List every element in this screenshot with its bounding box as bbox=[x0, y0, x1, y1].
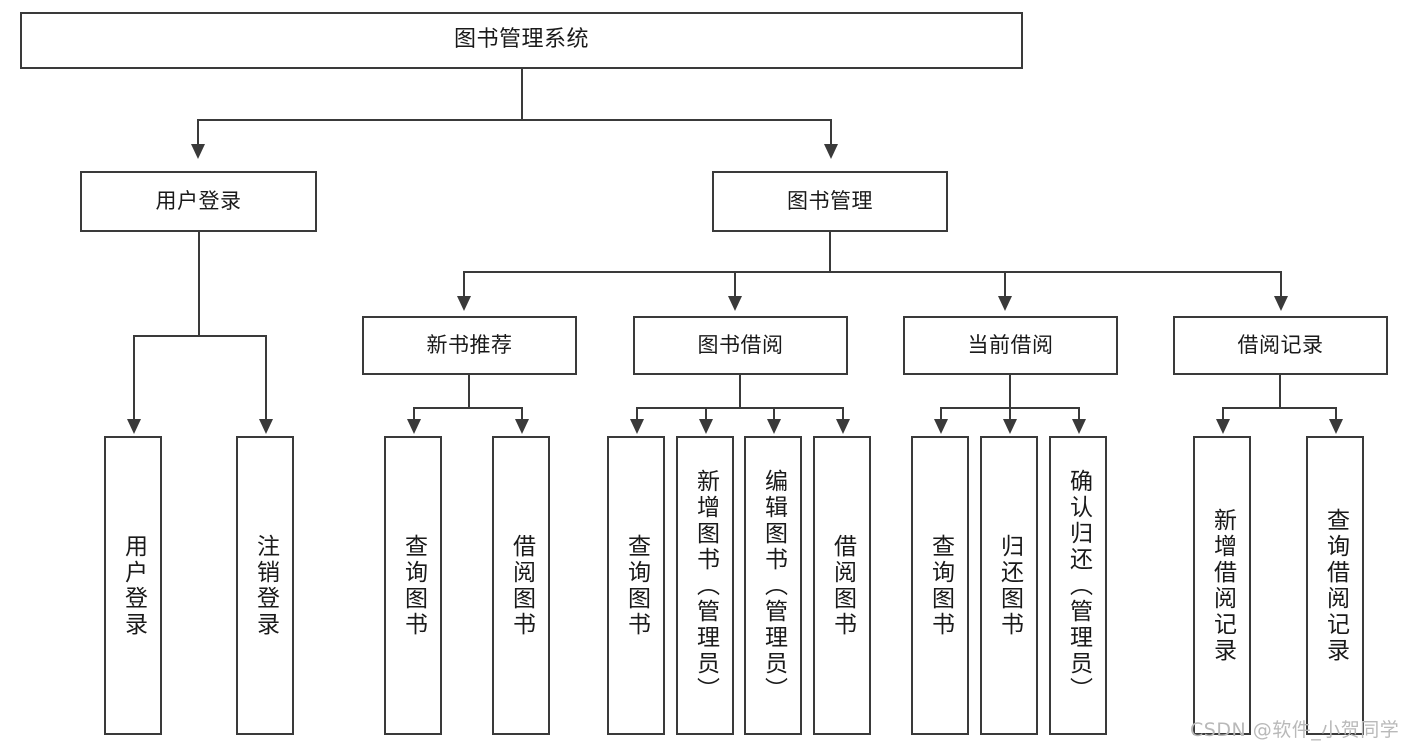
arrowhead-bm-to-new-book bbox=[457, 296, 471, 311]
node-label: 图书管理系统 bbox=[453, 27, 589, 53]
connector-cb-to-leaf-2 bbox=[1009, 407, 1011, 421]
connector-bm-to-book-borrow bbox=[734, 271, 736, 298]
connector-root-to-user-login bbox=[197, 119, 199, 146]
connector-new-book-stem bbox=[468, 375, 470, 408]
node-label: 新书推荐 bbox=[426, 332, 513, 357]
leaf-label: 借阅图书 bbox=[829, 533, 856, 638]
connector-user-login-to-leaf-2 bbox=[265, 335, 267, 421]
connector-book-management-stem bbox=[829, 232, 831, 272]
connector-user-login-bar bbox=[133, 335, 266, 337]
connector-root-bar bbox=[197, 119, 832, 121]
node-label: 用户登录 bbox=[155, 188, 242, 213]
leaf-book-borrow-query[interactable]: 查询图书 bbox=[607, 436, 665, 735]
connector-bb-to-leaf-2 bbox=[705, 407, 707, 421]
arrowhead-bb-to-leaf-1 bbox=[630, 419, 644, 434]
arrowhead-br-to-leaf-2 bbox=[1329, 419, 1343, 434]
leaf-label: 查询图书 bbox=[400, 533, 427, 638]
connector-cb-to-leaf-3 bbox=[1078, 407, 1080, 421]
node-label: 图书管理 bbox=[787, 188, 873, 213]
connector-root-to-book-management bbox=[830, 119, 832, 146]
connector-nb-to-leaf-1 bbox=[413, 407, 415, 421]
arrowhead-br-to-leaf-1 bbox=[1216, 419, 1230, 434]
leaf-book-borrow-add[interactable]: 新增图书（管理员） bbox=[676, 436, 734, 735]
node-borrow-record[interactable]: 借阅记录 bbox=[1173, 316, 1388, 375]
leaf-book-borrow-edit[interactable]: 编辑图书（管理员） bbox=[744, 436, 802, 735]
arrowhead-bb-to-leaf-4 bbox=[836, 419, 850, 434]
connector-bb-to-leaf-3 bbox=[773, 407, 775, 421]
connector-bb-to-leaf-4 bbox=[842, 407, 844, 421]
leaf-label: 注销登录 bbox=[252, 533, 279, 638]
connector-borrow-record-stem bbox=[1279, 375, 1281, 408]
leaf-user-login-logout[interactable]: 注销登录 bbox=[236, 436, 294, 735]
arrowhead-bb-to-leaf-2 bbox=[699, 419, 713, 434]
node-label: 借阅记录 bbox=[1237, 332, 1324, 357]
connector-br-to-leaf-1 bbox=[1222, 407, 1224, 421]
arrowhead-nb-to-leaf-1 bbox=[407, 419, 421, 434]
connector-book-management-bar bbox=[463, 271, 1281, 273]
connector-nb-to-leaf-2 bbox=[521, 407, 523, 421]
leaf-label: 用户登录 bbox=[120, 533, 147, 638]
arrowhead-bm-to-borrow-record bbox=[1274, 296, 1288, 311]
arrowhead-root-to-book-management bbox=[824, 144, 838, 159]
connector-book-borrow-stem bbox=[739, 375, 741, 408]
connector-bm-to-borrow-record bbox=[1280, 271, 1282, 298]
connector-bb-to-leaf-1 bbox=[636, 407, 638, 421]
connector-bm-to-current-borrow bbox=[1004, 271, 1006, 298]
connector-user-login-to-leaf-1 bbox=[133, 335, 135, 421]
arrowhead-cb-to-leaf-1 bbox=[934, 419, 948, 434]
node-new-book-recommend[interactable]: 新书推荐 bbox=[362, 316, 577, 375]
arrowhead-root-to-user-login bbox=[191, 144, 205, 159]
leaf-borrow-record-query[interactable]: 查询借阅记录 bbox=[1306, 436, 1364, 735]
node-label: 图书借阅 bbox=[697, 332, 784, 357]
node-book-borrow[interactable]: 图书借阅 bbox=[633, 316, 848, 375]
leaf-label: 查询图书 bbox=[927, 533, 954, 638]
leaf-current-borrow-return[interactable]: 归还图书 bbox=[980, 436, 1038, 735]
connector-root-stem bbox=[521, 69, 523, 120]
connector-new-book-bar bbox=[413, 407, 523, 409]
leaf-borrow-record-add[interactable]: 新增借阅记录 bbox=[1193, 436, 1251, 735]
leaf-label: 查询图书 bbox=[623, 533, 650, 638]
arrowhead-cb-to-leaf-3 bbox=[1072, 419, 1086, 434]
connector-br-to-leaf-2 bbox=[1335, 407, 1337, 421]
leaf-current-borrow-confirm-return[interactable]: 确认归还（管理员） bbox=[1049, 436, 1107, 735]
leaf-book-borrow-borrow[interactable]: 借阅图书 bbox=[813, 436, 871, 735]
leaf-label: 新增借阅记录 bbox=[1209, 507, 1236, 664]
arrowhead-bm-to-current-borrow bbox=[998, 296, 1012, 311]
node-book-management[interactable]: 图书管理 bbox=[712, 171, 948, 232]
leaf-new-book-query[interactable]: 查询图书 bbox=[384, 436, 442, 735]
leaf-label: 编辑图书（管理员） bbox=[760, 468, 787, 703]
leaf-label: 归还图书 bbox=[996, 533, 1023, 638]
connector-borrow-record-bar bbox=[1222, 407, 1337, 409]
node-current-borrow[interactable]: 当前借阅 bbox=[903, 316, 1118, 375]
leaf-label: 确认归还（管理员） bbox=[1065, 468, 1092, 703]
leaf-new-book-borrow[interactable]: 借阅图书 bbox=[492, 436, 550, 735]
leaf-user-login-login[interactable]: 用户登录 bbox=[104, 436, 162, 735]
leaf-label: 借阅图书 bbox=[508, 533, 535, 638]
leaf-current-borrow-query[interactable]: 查询图书 bbox=[911, 436, 969, 735]
leaf-label: 新增图书（管理员） bbox=[692, 468, 719, 703]
arrowhead-cb-to-leaf-2 bbox=[1003, 419, 1017, 434]
connector-book-borrow-bar bbox=[636, 407, 844, 409]
arrowhead-bb-to-leaf-3 bbox=[767, 419, 781, 434]
arrowhead-nb-to-leaf-2 bbox=[515, 419, 529, 434]
node-user-login[interactable]: 用户登录 bbox=[80, 171, 317, 232]
csdn-watermark: CSDN @软件_小贺同学 bbox=[1190, 719, 1400, 741]
leaf-label: 查询借阅记录 bbox=[1322, 507, 1349, 664]
connector-user-login-stem bbox=[198, 232, 200, 336]
node-label: 当前借阅 bbox=[967, 332, 1054, 357]
arrowhead-user-login-to-leaf-1 bbox=[127, 419, 141, 434]
arrowhead-user-login-to-leaf-2 bbox=[259, 419, 273, 434]
arrowhead-bm-to-book-borrow bbox=[728, 296, 742, 311]
connector-bm-to-new-book bbox=[463, 271, 465, 298]
node-root-book-management-system[interactable]: 图书管理系统 bbox=[20, 12, 1023, 69]
connector-cb-to-leaf-1 bbox=[940, 407, 942, 421]
connector-current-borrow-stem bbox=[1009, 375, 1011, 408]
